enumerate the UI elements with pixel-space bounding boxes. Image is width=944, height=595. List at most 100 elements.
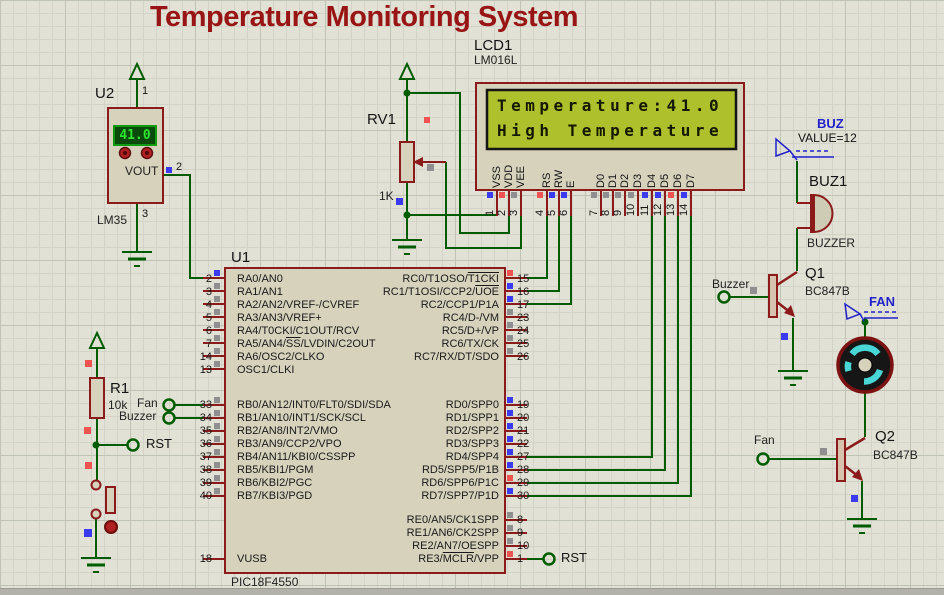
transistor-q1[interactable]: [768, 270, 798, 318]
resistor-ref: R1: [110, 380, 130, 397]
sensor-pin2-number: 2: [176, 161, 183, 173]
buz-power-flag-icon[interactable]: [775, 137, 834, 161]
lcd-pin-name: VDD: [503, 164, 515, 188]
sensor-part: LM35: [97, 213, 128, 227]
sensor-ref: U2: [95, 85, 115, 102]
sensor-pin3-number: 3: [142, 208, 149, 220]
lcd-pin-number: 10: [625, 203, 637, 216]
lcd-pin-number: 1: [484, 209, 496, 216]
terminal-fan-left: Fan: [137, 396, 158, 410]
lcd-pin-name: D7: [685, 173, 697, 188]
buzzer-component[interactable]: [797, 193, 834, 234]
lcd-pin-number: 4: [534, 209, 546, 216]
lcd-pin-number: 3: [508, 209, 520, 216]
lcd-pin-name: VSS: [491, 165, 503, 188]
lcd-pin-number: 8: [600, 209, 612, 216]
potentiometer-rv1[interactable]: [399, 141, 446, 183]
lcd-pin-number: 7: [588, 209, 600, 216]
lcd-pin-name: D6: [672, 173, 684, 188]
terminal-circle-icon[interactable]: [126, 290, 770, 566]
lcd-pin-number: 13: [665, 203, 677, 216]
lcd-pin-name: D0: [595, 173, 607, 188]
lm35-increase-knob[interactable]: [118, 146, 132, 160]
sensor-temperature-readout: 41.0: [119, 128, 151, 143]
pot-ref: RV1: [367, 111, 396, 128]
resistor-value: 10k: [108, 398, 128, 412]
pot-value: 1K: [379, 189, 394, 203]
pin-state-square: [487, 192, 687, 198]
mcu-body[interactable]: [224, 267, 506, 574]
mcu-part: PIC18F4550: [231, 575, 299, 589]
canvas-bottom-edge: [0, 588, 944, 595]
ground-icon: [81, 239, 877, 573]
resistor-r1[interactable]: [89, 377, 105, 419]
reset-push-button[interactable]: [90, 479, 118, 534]
terminal-fan-right: Fan: [754, 433, 775, 447]
buzzer-ref: BUZ1: [809, 173, 848, 190]
lcd-line2: High Temperature: [497, 121, 724, 140]
q1-part: BC847B: [805, 284, 850, 298]
lcd-pin-stubs: [496, 190, 692, 216]
lcd-display-body[interactable]: [475, 82, 745, 191]
fan-motor[interactable]: [836, 336, 894, 394]
buz-power-label: BUZ: [817, 116, 844, 131]
power-terminal-icon: [88, 61, 416, 349]
lcd-part: LM016L: [474, 53, 518, 67]
terminal-rst-left: RST: [146, 436, 172, 451]
lcd-pin-number: 9: [612, 209, 624, 216]
lcd-pin-name: VEE: [515, 165, 527, 188]
buz-power-value: VALUE=12: [798, 131, 857, 145]
lm35-decrease-knob[interactable]: [140, 146, 154, 160]
q2-ref: Q2: [875, 428, 896, 445]
buzzer-part: BUZZER: [807, 236, 855, 250]
transistor-q2[interactable]: [836, 436, 866, 482]
pin-state-square: [84, 117, 858, 557]
terminal-rst-right: RST: [561, 550, 587, 565]
lm35-sensor-body[interactable]: [107, 107, 164, 204]
lcd-pin-number: 2: [496, 209, 508, 216]
lcd-pin-number: 12: [652, 203, 664, 216]
q1-ref: Q1: [805, 265, 826, 282]
fan-power-flag-icon[interactable]: [844, 302, 898, 322]
sensor-pin1-number: 1: [142, 85, 149, 97]
lcd-pin-number: 5: [546, 209, 558, 216]
lcd-pin-name: RS: [541, 172, 553, 188]
mcu-left-pin-stubs: [203, 277, 225, 560]
fan-power-label: FAN: [869, 294, 895, 309]
lcd-pin-number: 14: [678, 203, 690, 216]
lcd-pin-name: D5: [659, 173, 671, 188]
